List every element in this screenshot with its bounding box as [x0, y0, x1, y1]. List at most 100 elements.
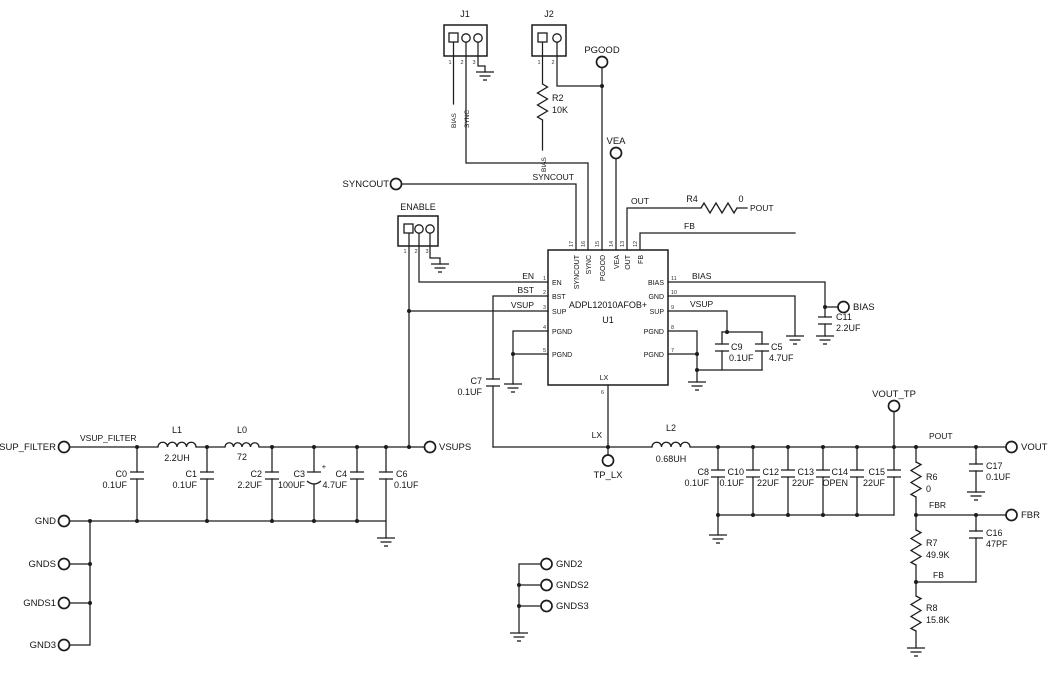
u1-pin-number: 4	[543, 325, 546, 331]
c17-symbol	[969, 463, 983, 472]
junction-dot	[517, 604, 521, 608]
net-label-pout-top: POUT	[750, 203, 774, 213]
c12-value: 22UF	[757, 478, 780, 488]
junction-dot	[725, 330, 729, 334]
c13-ref: C13	[797, 467, 814, 477]
enable-pin3-number: 3	[425, 249, 428, 255]
junction-dot	[914, 445, 918, 449]
c0-symbol	[130, 471, 144, 480]
junction-dot	[855, 445, 859, 449]
junction-dot	[312, 519, 316, 523]
c4-value: 4.7UF	[322, 480, 347, 490]
terminal-label-gnd: GND	[35, 516, 56, 527]
junction-dot	[695, 352, 699, 356]
c17-value: 0.1UF	[986, 472, 1011, 482]
j1-pin2-number: 2	[460, 60, 463, 66]
terminal-vout	[1005, 440, 1018, 454]
c9-ref: C9	[731, 342, 743, 352]
u1-pin-name: GND	[648, 294, 664, 301]
c1-value: 0.1UF	[172, 480, 197, 490]
junction-dot	[823, 305, 827, 309]
capacitor-c6: C6 0.1UF	[379, 469, 419, 490]
terminal-label-bias: BIAS	[853, 302, 875, 313]
wire-fb-stub	[639, 232, 796, 251]
c2-value: 2.2UF	[237, 480, 262, 490]
l0-symbol	[224, 442, 260, 448]
resistor-r4: R4 0	[686, 194, 744, 215]
u1-pin-name: FB	[638, 255, 645, 264]
net-label-bias: BIAS	[692, 271, 712, 281]
c10-symbol	[746, 469, 760, 478]
connector-enable: ENABLE 1 2 3	[397, 202, 439, 255]
u1-pin-number: 11	[671, 276, 677, 282]
junction-dot	[786, 513, 790, 517]
capacitor-c2: C2 2.2UF	[237, 469, 279, 490]
wire-j1-sync	[465, 41, 589, 251]
enable-pin1-pad	[403, 223, 414, 234]
terminal-gnds1	[57, 596, 71, 610]
u1-pin-name: PGND	[552, 352, 572, 359]
enable-pin3-pad	[425, 224, 435, 234]
junction-dot	[88, 519, 92, 523]
r7-symbol	[909, 529, 923, 566]
c11-ref: C11	[836, 312, 852, 322]
junction-dot	[751, 445, 755, 449]
net-label-fbr: FBR	[929, 500, 946, 510]
resistor-r6: R6 0	[909, 461, 938, 498]
j2-body	[531, 24, 567, 57]
c4-symbol	[350, 471, 364, 480]
terminal-label-vsup-filter: VSUP_FILTER	[0, 442, 56, 453]
connector-j1: J1 1 2 3 BIAS SYNC	[443, 9, 488, 128]
c7-ref: C7	[470, 376, 482, 386]
c15-value: 22UF	[863, 478, 886, 488]
capacitor-c3: + C3 100UF	[278, 462, 327, 490]
r6-ref: R6	[926, 472, 938, 482]
junction-dot	[600, 84, 604, 88]
junction-dots	[88, 84, 978, 608]
u1-pin-name: PGOOD	[600, 255, 607, 281]
c3-ref: C3	[293, 469, 305, 479]
r2-symbol	[536, 83, 549, 121]
junction-dot	[821, 445, 825, 449]
u1-pin-name: OUT	[625, 254, 632, 270]
terminal-label-vea: VEA	[606, 136, 626, 147]
c16-value: 47PF	[986, 539, 1008, 549]
junction-dot	[695, 368, 699, 372]
u1-pin-name: SUP	[552, 309, 567, 316]
j1-pin2-pad	[461, 33, 471, 43]
l0-value: 72	[237, 452, 247, 462]
ic-u1: ADPL12010AFOB+ U1 EN BST SUP PGND PGND B…	[543, 241, 677, 396]
c1-symbol	[200, 471, 214, 480]
c9-symbol	[715, 343, 729, 352]
terminal-label-pgood: PGOOD	[584, 45, 620, 56]
c13-symbol	[816, 469, 830, 478]
capacitor-c16: C16 47PF	[969, 528, 1008, 549]
u1-pin-name: VEA	[614, 255, 621, 269]
u1-body	[547, 249, 669, 386]
wire-out	[626, 207, 702, 251]
enable-pin1-number: 1	[403, 249, 406, 255]
l2-symbol	[651, 441, 691, 448]
c3-value: 100UF	[278, 480, 306, 490]
capacitor-c5: C5 4.7UF	[755, 342, 794, 363]
r4-value: 0	[738, 194, 743, 204]
c15-symbol	[887, 469, 901, 478]
net-label-en: EN	[522, 271, 534, 281]
junction-dot	[974, 513, 978, 517]
junction-dot	[135, 519, 139, 523]
resistor-r8: R8 15.8K	[909, 595, 950, 632]
junction-dot	[270, 445, 274, 449]
u1-pin-name: SYNCOUT	[574, 254, 581, 289]
wire-bst	[492, 295, 549, 380]
capacitor-c11: C11 2.2UF	[818, 312, 861, 333]
terminal-fbr	[1005, 508, 1018, 522]
l0-ref: L0	[237, 425, 247, 435]
junction-dot	[135, 445, 139, 449]
j1-pin3-number: 3	[472, 60, 475, 66]
j1-pin1-number: 1	[448, 60, 451, 66]
junction-dot	[821, 513, 825, 517]
u1-pin-number: 7	[671, 348, 674, 354]
wire-gnd-pin	[667, 295, 796, 337]
capacitor-c12: C12 22UF	[757, 467, 795, 488]
j1-sync-net-label: SYNC	[464, 110, 471, 128]
